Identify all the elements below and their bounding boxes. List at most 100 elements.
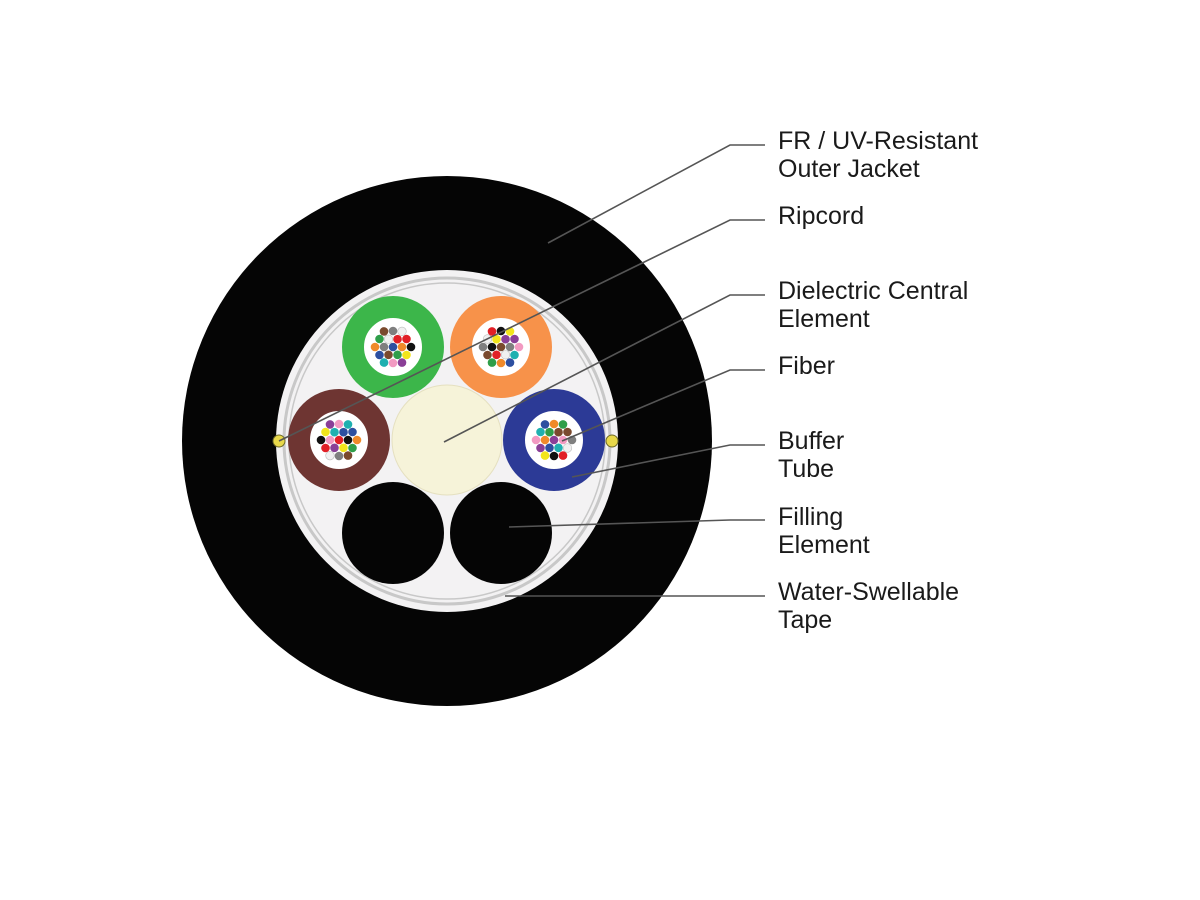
fiber [379,358,389,367]
fiber [483,350,492,360]
label-line: Element [778,305,870,333]
fiber [334,419,344,429]
fiber [536,443,545,453]
fiber [554,427,563,437]
fiber [501,334,510,344]
fiber [325,420,335,429]
fiber [402,350,411,360]
fiber [321,443,330,453]
label-ripcord: Ripcord [778,202,864,230]
fiber [393,350,402,360]
fiber [549,451,559,461]
fiber [487,358,497,367]
fiber [334,451,344,461]
label-central-element: Dielectric Central Element [778,277,968,333]
label-water-swellable-tape: Water-Swellable Tape [778,578,959,634]
fiber [558,451,568,460]
leader-line-fiber [561,369,765,442]
leader-line-filling [508,519,765,528]
fiber [406,342,416,352]
fiber [492,334,501,344]
fiber [393,334,402,344]
fiber-bundle [478,326,524,368]
label-line: Ripcord [778,202,865,230]
leader-line-buffer [571,444,765,478]
label-outer-jacket: FR / UV-Resistant Outer Jacket [778,127,978,183]
leader-line-ripcord [278,219,765,442]
fiber-bundle [316,419,362,461]
fiber [316,435,326,445]
fiber [334,435,344,445]
fiber [487,342,497,352]
fiber [510,334,519,344]
label-line: Tube [778,455,835,483]
leader-line-central [443,294,765,443]
fiber [379,342,389,352]
fiber [536,427,545,437]
fiber [397,358,407,367]
label-line: Tape [778,606,833,634]
fiber [383,334,394,344]
fiber [348,427,357,437]
fiber [343,435,353,445]
fiber [339,427,348,437]
fiber [545,443,554,453]
filling-element-right [450,482,552,584]
label-fiber: Fiber [778,352,835,380]
fiber [325,435,335,445]
fiber [545,427,554,437]
label-line: Outer Jacket [778,155,920,183]
fiber [505,358,515,367]
fiber [500,350,511,360]
fiber [514,342,524,352]
buffer-tube-brown [288,389,390,491]
fiber [540,451,550,460]
fiber [531,435,541,445]
fiber [343,451,353,460]
fiber [487,327,497,336]
fiber [397,342,407,352]
fiber [496,342,506,352]
fiber [352,435,362,445]
buffer-tube-blue [503,389,605,491]
fiber [384,350,393,360]
leader-line-jacket [547,144,765,244]
fiber [558,420,568,429]
fiber [321,427,330,437]
fiber [505,342,515,352]
fiber [402,334,411,344]
fiber [563,427,572,437]
fiber [375,350,384,360]
fiber [554,443,563,453]
fiber [330,443,339,453]
fiber [379,327,389,336]
label-filling-element: Filling Element [778,503,870,559]
fiber [478,342,488,352]
fiber [330,427,339,437]
label-line: Dielectric Central [778,277,969,305]
fiber [348,443,357,453]
fiber [370,342,380,352]
fiber [388,358,398,368]
label-line: Buffer [778,427,845,455]
fiber [343,420,353,429]
ripcord-right [605,434,619,448]
fiber [388,342,398,352]
fiber [540,435,550,445]
fiber-bundle [370,326,416,368]
fiber [492,350,501,360]
fiber [549,435,559,445]
filling-element-left [342,482,444,584]
fiber [397,326,407,337]
label-line: Fiber [778,352,835,380]
fiber [325,451,335,461]
fiber [496,358,506,368]
fiber [375,334,384,344]
buffer-tube-orange [450,296,552,398]
label-buffer-tube: Buffer Tube [778,427,844,483]
fiber [549,419,559,429]
label-line: Water-Swellable [778,578,960,606]
fiber [562,443,573,453]
label-line: FR / UV-Resistant [778,127,979,155]
